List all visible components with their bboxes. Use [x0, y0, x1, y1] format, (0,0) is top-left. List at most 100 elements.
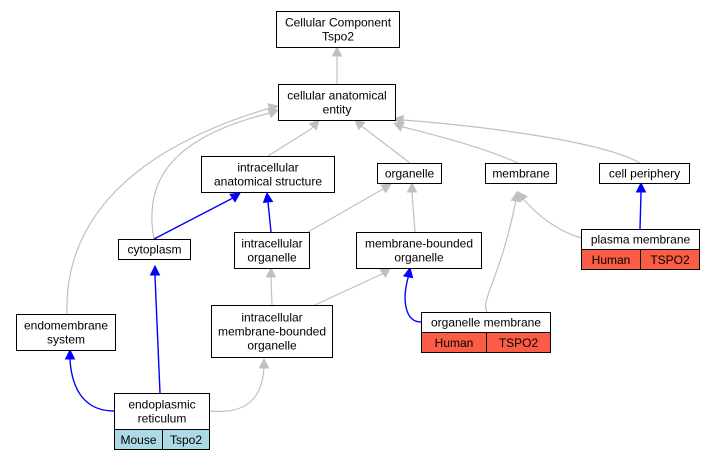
node-label-line: endomembrane [24, 319, 108, 333]
node-label-line: cellular anatomical [287, 89, 386, 103]
node-label-line: plasma membrane [591, 233, 691, 247]
node-box [599, 163, 690, 184]
node-box [356, 232, 482, 269]
edge-line [270, 277, 273, 306]
node-label-line: entity [323, 103, 352, 117]
node-label-line: organelle [247, 339, 297, 353]
node-box [278, 84, 396, 121]
node-cell-periphery[interactable]: cell periphery [599, 163, 690, 184]
gene-cell [162, 429, 210, 450]
edge-line [402, 126, 519, 164]
edge-intracellular-membrane-bounded-organelle-to-membrane-bounded-organelle [314, 267, 391, 306]
node-label-line: anatomical structure [214, 175, 322, 189]
arrowhead [392, 114, 405, 126]
node-label-line: endoplasmic [128, 398, 195, 412]
node-label-line: membrane [492, 167, 550, 181]
node-label-line: Cellular Component [285, 16, 392, 30]
edge-line [411, 192, 416, 233]
node-box [211, 305, 333, 358]
arrowhead [258, 357, 270, 369]
node-label-line: intracellular [237, 161, 298, 175]
edge-intracellular-organelle-to-organelle [307, 183, 392, 233]
edges-layer [64, 45, 647, 413]
edge-line [402, 119, 641, 164]
edge-intracellular-anatomical-structure-to-cellular-anatomical-entity [267, 119, 320, 157]
edge-endomembrane-system-to-cellular-anatomical-entity [66, 103, 280, 315]
species-label: Human [435, 336, 474, 350]
edge-plasma-membrane-to-membrane [517, 191, 582, 239]
node-label-line: intracellular [241, 311, 302, 325]
node-label-line: cell periphery [609, 167, 680, 181]
edge-membrane-to-cellular-anatomical-entity [392, 122, 519, 164]
gene-cell [486, 332, 551, 353]
edge-line [208, 367, 265, 413]
edge-organelle-to-cellular-anatomical-entity [354, 119, 411, 164]
arrowhead [635, 181, 647, 193]
edge-line [267, 128, 312, 157]
node-membrane[interactable]: membrane [485, 163, 557, 184]
node-organelle[interactable]: organelle [377, 163, 442, 184]
node-cytoplasm[interactable]: cytoplasm [118, 239, 191, 260]
edge-cellular-anatomical-entity-to-root [331, 45, 343, 84]
node-label-line: organelle membrane [431, 316, 541, 330]
node-label-line: cytoplasm [127, 243, 181, 257]
edge-intracellular-organelle-to-intracellular-anatomical-structure [262, 191, 274, 233]
node-label-line: organelle [247, 251, 297, 265]
edge-organelle-membrane-to-membrane [485, 190, 522, 313]
edge-plasma-membrane-to-cell-periphery [635, 181, 647, 230]
node-box [276, 11, 400, 48]
arrowhead [510, 190, 522, 203]
node-label-line: organelle [394, 251, 444, 265]
edge-line [404, 277, 422, 323]
edge-line [151, 112, 271, 240]
edge-line [363, 127, 411, 164]
edge-line [523, 199, 582, 239]
edge-line [66, 107, 271, 315]
node-box [485, 163, 557, 184]
gene-label: TSPO2 [650, 253, 690, 267]
edge-line [307, 188, 384, 233]
edge-endoplasmic-reticulum-to-cytoplasm [149, 264, 161, 394]
arrowhead [379, 267, 391, 278]
edge-line-extension [361, 125, 365, 129]
edge-line [267, 201, 272, 233]
node-label-line: organelle [385, 167, 435, 181]
arrowhead [354, 119, 366, 131]
arrowhead [265, 266, 277, 278]
arrowhead [149, 264, 161, 276]
edge-line [314, 273, 383, 306]
gene-label: TSPO2 [499, 336, 539, 350]
arrowhead [331, 45, 343, 57]
arrowhead [64, 348, 76, 360]
node-label-line: membrane-bounded [365, 237, 473, 251]
node-box [16, 314, 116, 351]
edge-line [154, 275, 161, 394]
node-label-line: intracellular [241, 237, 302, 251]
gene-cell [640, 249, 700, 270]
arrowhead [308, 119, 320, 131]
node-label-line: system [47, 333, 85, 347]
edge-endoplasmic-reticulum-to-intracellular-membrane-bounded-organelle [208, 357, 270, 413]
node-box [118, 239, 191, 260]
arrowhead [402, 266, 414, 279]
node-box [201, 156, 335, 193]
edge-line [153, 198, 232, 240]
node-label-line: Tspo2 [322, 30, 354, 44]
node-box [377, 163, 442, 184]
species-label: Mouse [120, 433, 156, 447]
edge-line-extension [310, 126, 314, 130]
edge-organelle-membrane-to-membrane-bounded-organelle [402, 266, 422, 323]
node-label-line: reticulum [138, 412, 187, 426]
node-label-line: membrane-bounded [218, 325, 326, 339]
